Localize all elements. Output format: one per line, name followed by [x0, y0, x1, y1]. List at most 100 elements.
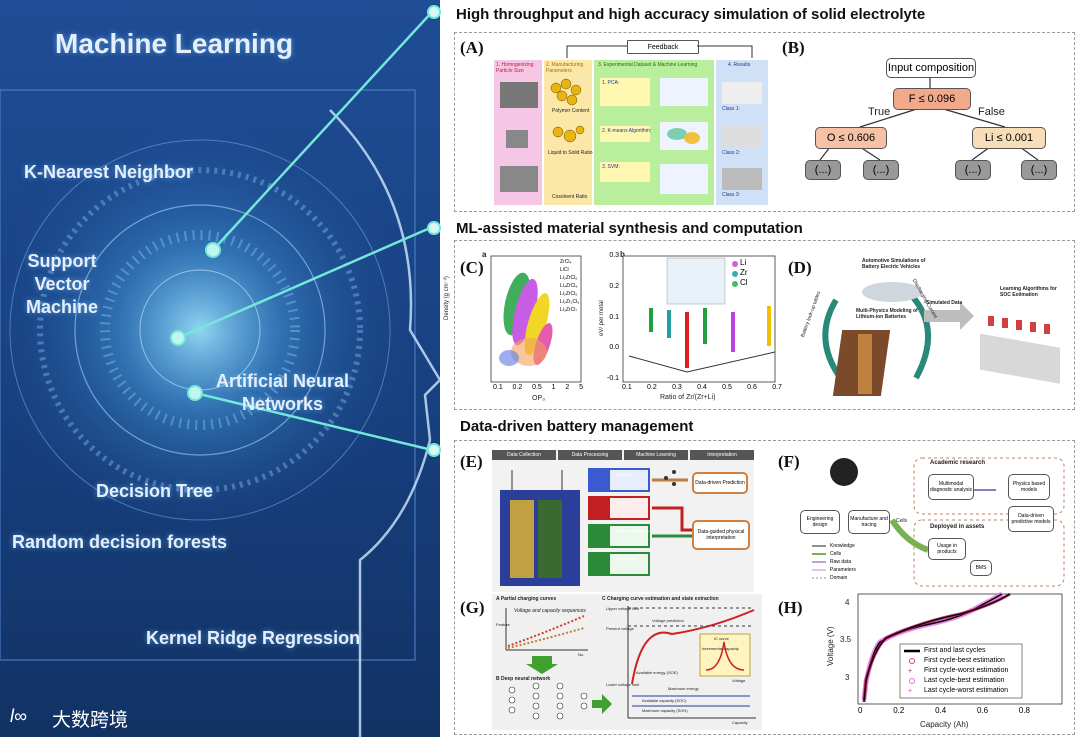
svg-text:+: + [908, 688, 912, 695]
panel-d-top-text: Automotive Simulations of Battery Electr… [862, 258, 926, 270]
panel-b-tree-lines [819, 76, 1039, 161]
item-class-3: Class 3: [722, 192, 741, 198]
item-class-1: Class 1: [722, 106, 741, 112]
legend-entry: LiCl [560, 267, 569, 273]
legend-entry: Li₂Zr₂Cl₉ [560, 299, 580, 305]
panel-e-graphics [500, 468, 692, 586]
box-multimodal: Multimodal diagnostic analysis [928, 474, 974, 500]
legend-entry: First cycle-worst estimation [924, 667, 1009, 674]
item-class-2: Class 2: [722, 150, 741, 156]
panel-d-graphics [822, 282, 1060, 396]
xtick: 0.6 [747, 384, 757, 391]
tree-leaf-3: (...) [955, 160, 991, 180]
legend-entry: Last cycle-worst estimation [924, 687, 1009, 694]
tree-right-node: Li ≤ 0.001 [972, 127, 1046, 149]
svg-text:+: + [908, 668, 912, 675]
panel-c-legend-b: Li Zr Cl [740, 258, 748, 288]
header-interpretation: Interpretation [690, 450, 754, 460]
legend-entry: ZrCl₄ [560, 259, 572, 265]
box-engineering: Engineering design [800, 510, 840, 534]
step-1-label: 1. Homogenizing Particle Size [496, 62, 534, 74]
method-kernel-ridge: Kernel Ridge Regression [146, 628, 361, 648]
g-label-soc: Available capacity (SOC) [642, 698, 687, 703]
g-a-y: Feature [496, 622, 510, 627]
legend-entry: Li₂ZrCl₆ [560, 275, 578, 281]
method-decision-tree: Decision Tree [96, 481, 214, 501]
legend-entry: Zr [740, 268, 748, 277]
section-box-3 [454, 440, 1075, 735]
panel-h-ytick-4: 4 [845, 598, 850, 607]
xtick: 0.5 [722, 384, 732, 391]
g-a-sub: Voltage and capacity sequences [514, 608, 586, 614]
signal-mechanical: Mechanical [616, 556, 637, 561]
tree-left-node: O ≤ 0.606 [815, 127, 887, 149]
panel-c-sub-b: b [620, 250, 625, 259]
xtick: 5 [579, 384, 583, 391]
tree-leaf-4: (...) [1021, 160, 1057, 180]
header-machine-learning: Machine Learning [624, 450, 688, 460]
panel-label-e: (E) [460, 452, 483, 471]
method-ann: Artificial Neural Networks [216, 371, 350, 414]
panel-e-headers: Data Collection Data Processing Machine … [492, 450, 754, 460]
g-c-title: C Charging curve estimation and state ex… [602, 596, 719, 602]
header-data-processing: Data Processing [558, 450, 622, 460]
ytick: -0.1 [607, 375, 620, 382]
head-circuit-illustration [0, 11, 440, 737]
section-title-3: Data-driven battery management [460, 418, 694, 435]
legend-entry: Domain [830, 575, 848, 581]
panel-d-learn: Learning Algorithms for SOC Estimation [1000, 286, 1057, 298]
g-a-title: A Partial charging curves [496, 596, 557, 602]
legend-entry: Li₃ZrCl₇ [560, 307, 578, 313]
tree-leaf-2: (...) [863, 160, 899, 180]
xtick: 0.6 [976, 706, 989, 715]
tree-true-label: True [868, 106, 891, 118]
panel-c-plots [490, 255, 776, 383]
method-knn: K-Nearest Neighbor [24, 162, 194, 182]
box-data-driven: Data-driven predictive models [1008, 506, 1054, 532]
g-label-voltage: Voltage [732, 678, 746, 683]
item-cosolvent: Cosolvent Ratio [552, 194, 588, 200]
logo-text: 大数跨境 [52, 709, 129, 731]
academic-label: Academic research [930, 460, 986, 466]
panel-c-yticks-b: 0.3 0.2 0.1 0.0 -0.1 [607, 252, 619, 382]
panel-c-ylabel-a: Density (g cm⁻³) [444, 276, 450, 320]
signal-acoustic: Acoustic Emission [616, 528, 649, 533]
g-a-x: No. [578, 652, 585, 657]
section-box-1 [454, 32, 1075, 212]
g-label-soh: Maximum capacity (SOH) [642, 708, 688, 713]
panel-h-legend: First and last cycles First cycle-best e… [924, 646, 1008, 696]
xtick: 1 [551, 384, 556, 391]
xtick: 0.1 [493, 384, 503, 391]
tree-false-label: False [978, 106, 1005, 118]
workflow-graphics [500, 78, 762, 194]
panel-label-f: (F) [778, 452, 800, 471]
tree-root-node: Input composition [886, 58, 976, 78]
box-usage: Usage in products [928, 538, 966, 560]
xtick: 0.7 [772, 384, 782, 391]
panel-label-b: (B) [782, 38, 805, 57]
panel-c-legend-a: ZrCl₄ LiCl Li₂ZrCl₆ Li₄ZrCl₈ Li₂ZrCl₅ Li… [560, 258, 579, 314]
deployed-label: Deployed in assets [930, 524, 985, 530]
panel-h-ytick-3: 3 [845, 673, 850, 682]
panel-label-g: (G) [460, 598, 485, 617]
g-label-soe: Available energy (SOE) [636, 670, 678, 675]
g-label-capacity: Capacity [732, 720, 748, 725]
xtick: 0.1 [622, 384, 632, 391]
panel-e-workflow: Data Collection Data Processing Machine … [492, 450, 754, 592]
xtick: 0.2 [647, 384, 657, 391]
signal-electrical: Electrical [616, 472, 633, 477]
panel-c-ylabel-b: eV/ per metal [599, 300, 605, 336]
prediction-box: Data-driven Prediction [692, 472, 748, 494]
tree-split-node: F ≤ 0.096 [893, 88, 971, 110]
feedback-box: Feedback [627, 40, 699, 54]
legend-entry: Cells [830, 551, 842, 557]
step-4-label: 4. Results [728, 62, 751, 68]
xtick: 2 [565, 384, 570, 391]
xtick: 0.5 [532, 384, 542, 391]
ytick: 0.0 [609, 344, 620, 352]
step-3-label: 3. Experimental Dataset & Machine Learni… [598, 62, 698, 68]
panel-c-xticks-a: 0.1 0.2 0.5 1 2 5 [493, 384, 583, 391]
item-polymer: Polymer Content [552, 108, 590, 114]
machine-learning-panel: Machine Learning K-Nearest Neighbor Supp… [0, 0, 440, 737]
xtick: 0.4 [935, 706, 947, 715]
